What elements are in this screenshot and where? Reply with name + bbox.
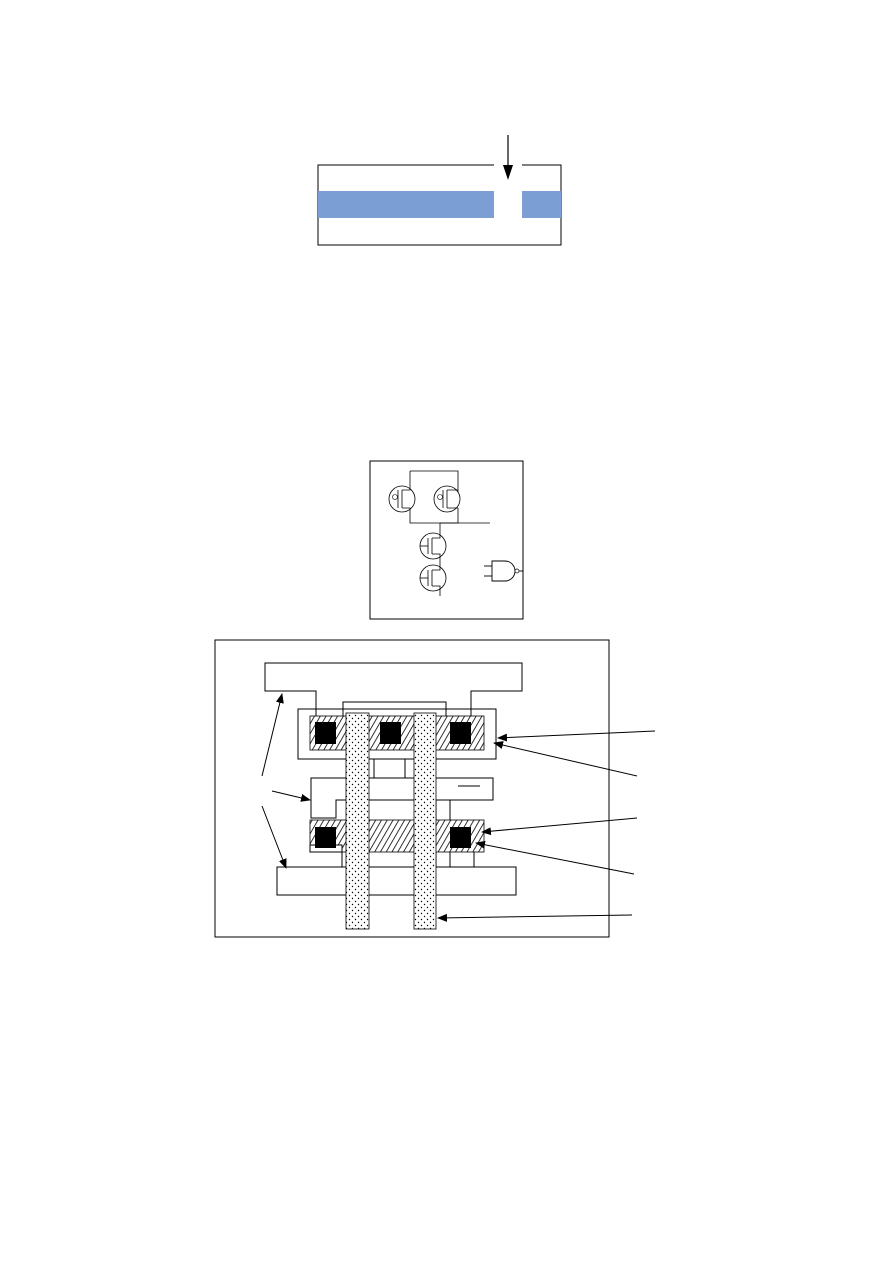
contact (315, 722, 336, 744)
nand-gate-icon (484, 560, 523, 582)
pmos-transistor-icon (388, 485, 416, 513)
poly-gate-b (413, 712, 437, 930)
pmos-transistor-icon (433, 485, 461, 513)
down-arrow-icon (503, 135, 513, 180)
nand-schematic-figure (369, 460, 524, 620)
nmos-transistor-icon (419, 564, 447, 596)
schematic-frame (369, 460, 524, 620)
metal-line-right-segment (522, 191, 561, 218)
nmos-transistor-icon (419, 532, 447, 564)
metal-line-left-segment (318, 191, 494, 218)
contact (450, 827, 471, 848)
gnd-metal-rail (276, 844, 517, 896)
p-diffusion-region (297, 708, 497, 760)
label-arrows (261, 693, 656, 922)
poly-gate-a (345, 712, 370, 930)
contact (315, 827, 336, 848)
nand-layout-figure (214, 639, 656, 938)
metal-line-figure (317, 135, 562, 246)
contact (380, 722, 401, 744)
contact (450, 722, 471, 744)
